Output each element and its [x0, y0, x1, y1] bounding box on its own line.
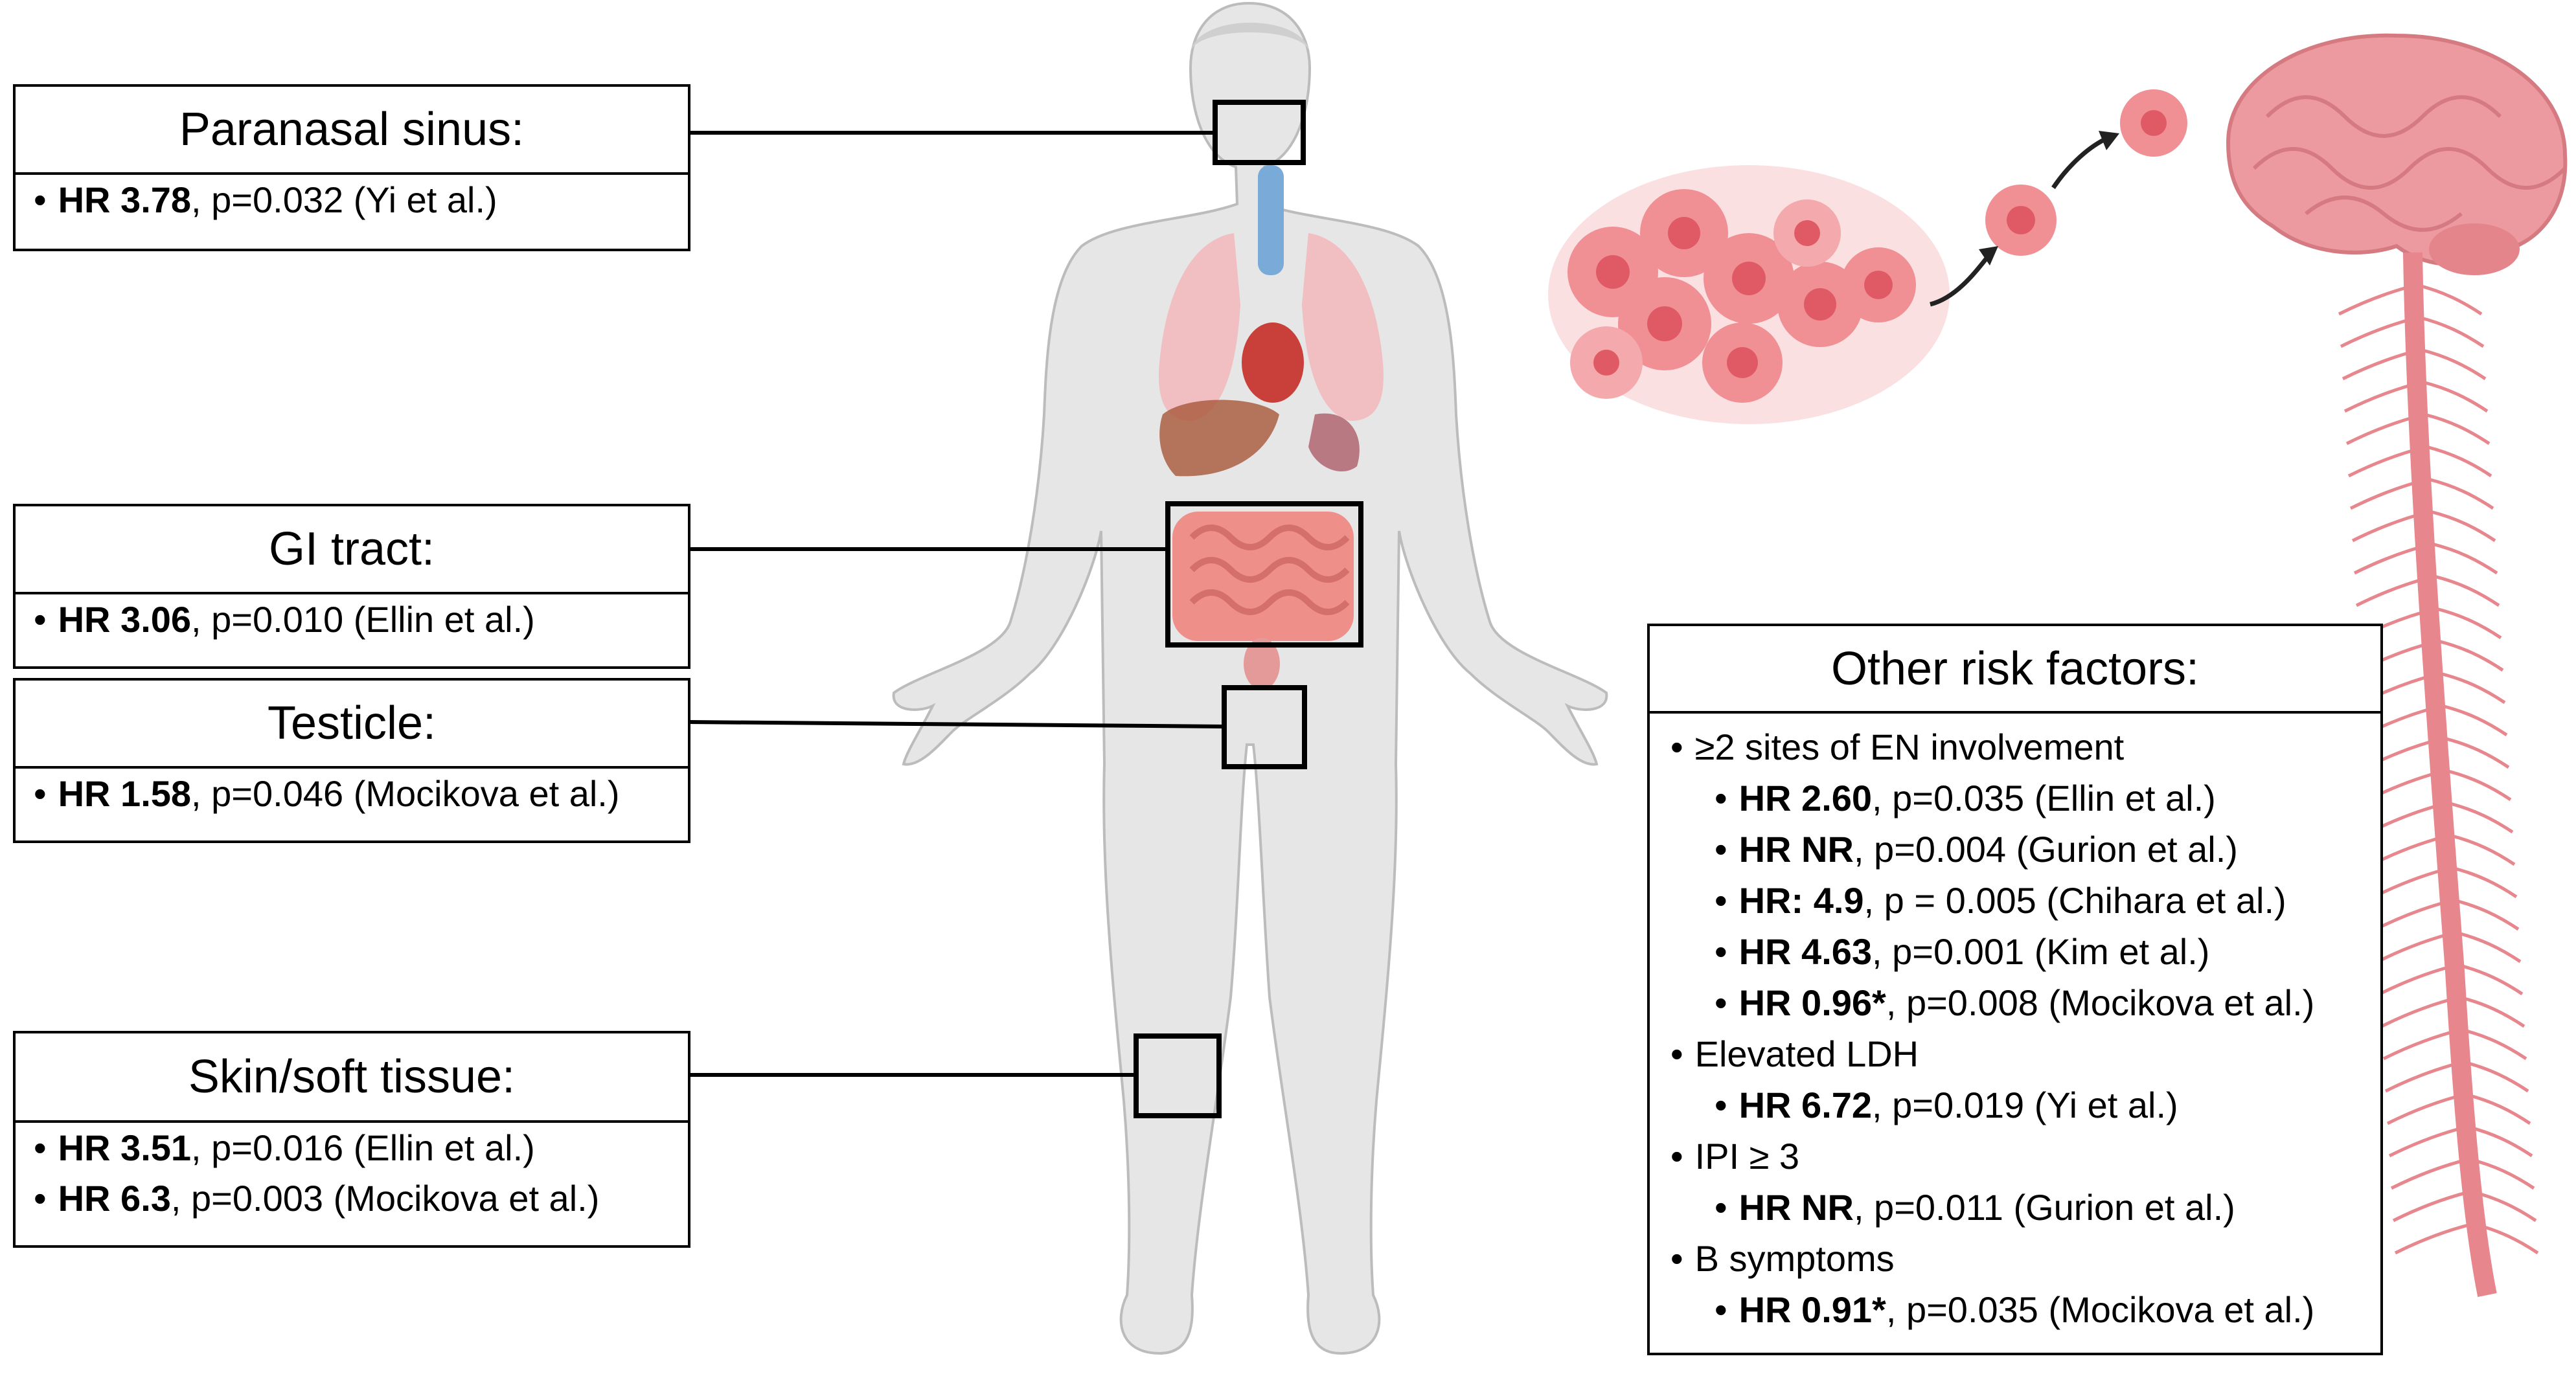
tumor-cell-illustration — [1548, 89, 2187, 424]
site-title: Testicle: — [16, 681, 688, 769]
nerve-branch — [2347, 445, 2427, 478]
stat-item: HR 3.51, p=0.016 (Ellin et al.) — [34, 1123, 688, 1173]
nerve-branch — [2380, 995, 2460, 1028]
nerve-branch — [2377, 930, 2456, 964]
nerve-branch — [2345, 412, 2425, 446]
stat-item: HR 6.3, p=0.003 (Mocikova et al.) — [34, 1173, 688, 1224]
nerve-branch — [2434, 574, 2500, 607]
risk-stat: HR 2.60, p=0.035 (Ellin et al.) — [1670, 773, 2380, 824]
nerve-branch — [2343, 380, 2423, 413]
site-title: GI tract: — [16, 506, 688, 594]
region-box-gi-tract — [1165, 501, 1363, 648]
site-box-gi-tract: GI tract: HR 3.06, p=0.010 (Ellin et al.… — [13, 504, 690, 669]
nerve-branch — [2388, 1125, 2468, 1158]
risk-stat: HR NR, p=0.004 (Gurion et al.) — [1670, 824, 2380, 875]
nerve-branch — [2390, 1157, 2470, 1190]
stat-item: HR 3.06, p=0.010 (Ellin et al.) — [34, 594, 688, 645]
nerve-branch — [2437, 639, 2504, 672]
nerve-branch — [2338, 283, 2417, 316]
nerve-branch — [2449, 833, 2516, 866]
site-box-paranasal-sinus: Paranasal sinus: HR 3.78, p=0.032 (Yi et… — [13, 84, 690, 251]
nerve-branch — [2467, 1125, 2533, 1158]
nerve-branch — [2428, 477, 2494, 510]
nerve-branch — [2472, 1222, 2539, 1255]
nerve-branch — [2416, 283, 2483, 316]
nerve-branch — [2447, 801, 2514, 834]
nerve-branch — [2355, 574, 2435, 607]
region-box-skin-soft-tissue — [1134, 1033, 1222, 1118]
risk-factor: Elevated LDH — [1670, 1028, 2380, 1079]
risk-title: Other risk factors: — [1650, 626, 2380, 714]
nerve-branch — [2451, 866, 2518, 899]
risk-stat: HR 6.72, p=0.019 (Yi et al.) — [1670, 1079, 2380, 1131]
nerve-branch — [2340, 315, 2419, 348]
nerve-branch — [2392, 1190, 2472, 1223]
region-box-testicle — [1222, 685, 1307, 769]
nerve-branch — [2424, 412, 2491, 446]
nerve-branch — [2384, 1060, 2464, 1093]
site-title: Skin/soft tissue: — [16, 1033, 688, 1123]
risk-factor: B symptoms — [1670, 1233, 2380, 1284]
region-box-paranasal-sinus — [1213, 100, 1306, 165]
nerve-branch — [2470, 1190, 2537, 1223]
nerve-branch — [2457, 963, 2524, 996]
risk-stat: HR 0.96*, p=0.008 (Mocikova et al.) — [1670, 977, 2380, 1028]
site-stats: HR 3.78, p=0.032 (Yi et al.) — [16, 175, 688, 225]
brain-spinal-cord-illustration — [2226, 33, 2568, 1297]
nerve-branch — [2430, 510, 2496, 543]
risk-stat: HR NR, p=0.011 (Gurion et al.) — [1670, 1182, 2380, 1233]
nerve-branch — [2455, 930, 2522, 964]
nerve-branch — [2465, 1092, 2531, 1125]
risk-list: ≥2 sites of EN involvement HR 2.60, p=0.… — [1650, 714, 2380, 1335]
nerve-branch — [2453, 898, 2520, 931]
nerve-branch — [2443, 736, 2510, 769]
stat-item: HR 1.58, p=0.046 (Mocikova et al.) — [34, 769, 688, 819]
nerve-branch — [2420, 348, 2487, 381]
other-risk-factors-box: Other risk factors: ≥2 sites of EN invol… — [1647, 624, 2383, 1355]
site-stats: HR 3.51, p=0.016 (Ellin et al.) HR 6.3, … — [16, 1123, 688, 1224]
nerve-branch — [2468, 1157, 2535, 1190]
nerve-branch — [2418, 315, 2485, 348]
stat-item: HR 3.78, p=0.032 (Yi et al.) — [34, 175, 688, 225]
nerve-branch — [2459, 995, 2525, 1028]
site-stats: HR 3.06, p=0.010 (Ellin et al.) — [16, 594, 688, 645]
nerve-branch — [2435, 607, 2502, 640]
site-box-skin-soft-tissue: Skin/soft tissue: HR 3.51, p=0.016 (Elli… — [13, 1031, 690, 1248]
nerve-branch — [2445, 769, 2512, 802]
human-body-illustration — [892, 1, 1608, 1355]
nerve-branch — [2382, 1028, 2462, 1061]
risk-factor: ≥2 sites of EN involvement — [1670, 721, 2380, 773]
nerve-branch — [2342, 348, 2421, 381]
nerve-branch — [2378, 963, 2458, 996]
nerve-branch — [2349, 477, 2429, 510]
risk-stat: HR: 4.9, p = 0.005 (Chihara et al.) — [1670, 875, 2380, 926]
nerve-branch — [2426, 445, 2492, 478]
nerve-branch — [2386, 1092, 2466, 1125]
nerve-branch — [2463, 1060, 2529, 1093]
nerve-branch — [2441, 704, 2508, 737]
site-title: Paranasal sinus: — [16, 87, 688, 175]
nerve-branch — [2439, 671, 2506, 705]
connector-testicle — [687, 720, 1225, 728]
nerve-branch — [2422, 380, 2489, 413]
nerve-branch — [2351, 510, 2431, 543]
nerve-branch — [2353, 542, 2433, 575]
nerve-branch — [2461, 1028, 2527, 1061]
nerve-branch — [2394, 1222, 2474, 1255]
risk-stat: HR 0.91*, p=0.035 (Mocikova et al.) — [1670, 1284, 2380, 1335]
risk-stat: HR 4.63, p=0.001 (Kim et al.) — [1670, 926, 2380, 977]
nerve-branch — [2375, 898, 2454, 931]
site-box-testicle: Testicle: HR 1.58, p=0.046 (Mocikova et … — [13, 678, 690, 843]
risk-factor: IPI ≥ 3 — [1670, 1131, 2380, 1182]
site-stats: HR 1.58, p=0.046 (Mocikova et al.) — [16, 769, 688, 819]
nerve-branch — [2432, 542, 2498, 575]
